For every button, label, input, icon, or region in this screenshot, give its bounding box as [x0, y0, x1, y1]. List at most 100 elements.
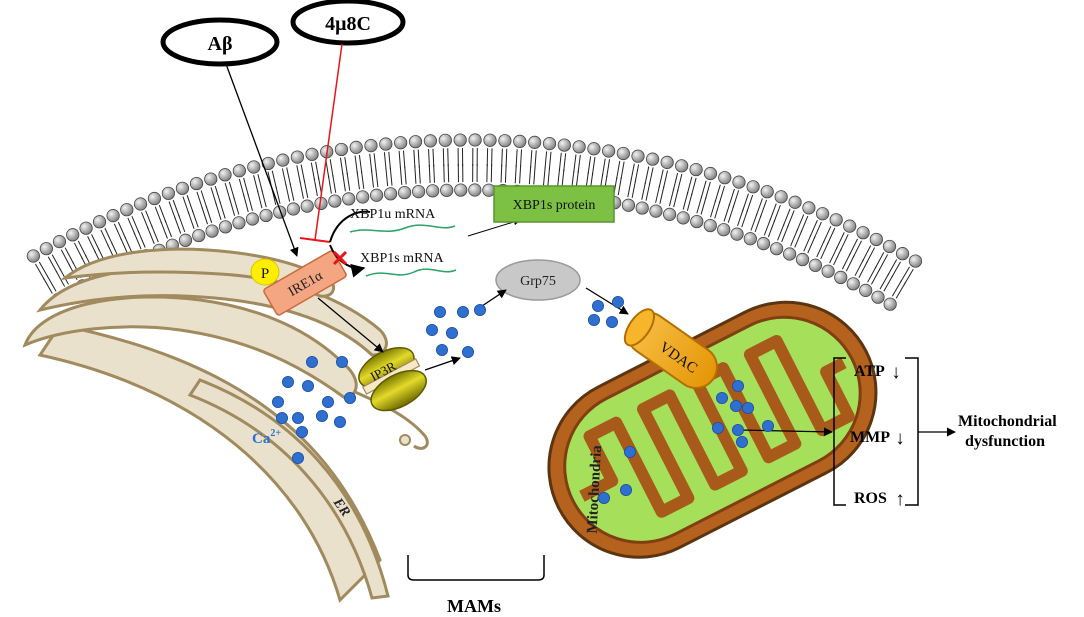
- lipid-head: [869, 232, 883, 247]
- lipid-head: [834, 270, 848, 285]
- lipid-tail: [887, 259, 898, 276]
- calcium-ion: [435, 343, 448, 356]
- lipid-tail: [741, 210, 748, 228]
- lipid-head: [646, 152, 660, 166]
- lipid-head: [675, 159, 689, 173]
- lipid-tail: [809, 219, 818, 237]
- splice-block-cross: [332, 250, 348, 266]
- lipid-tail: [200, 190, 208, 208]
- lipid-tail: [356, 171, 360, 190]
- lipid-tail: [865, 247, 876, 264]
- grp75-label: Grp75: [520, 274, 556, 289]
- lipid-head: [829, 213, 843, 227]
- lipid-tail: [147, 226, 155, 244]
- lipid-head: [438, 133, 452, 147]
- calcium-ion: [742, 401, 755, 414]
- calcium-ion: [588, 313, 601, 326]
- lipid-head: [342, 192, 356, 206]
- lipid-tail: [796, 214, 805, 232]
- lipid-tail: [822, 225, 832, 243]
- lipid-tail: [369, 153, 373, 172]
- xbp1s-protein-box: XBP1s protein: [493, 185, 615, 223]
- lipid-tail: [178, 214, 186, 233]
- lipid-head: [133, 197, 148, 211]
- lipid-tail: [332, 174, 337, 193]
- lipid-head: [882, 239, 897, 254]
- lipid-head: [856, 226, 870, 240]
- er-vesicle: [399, 434, 411, 446]
- lipid-tail: [673, 189, 679, 208]
- lipid-head: [621, 198, 636, 212]
- lipid-head: [631, 149, 645, 163]
- lipid-tail: [790, 228, 799, 246]
- lipid-tail: [750, 213, 758, 231]
- lipid-head: [660, 155, 674, 169]
- calcium-ion: [712, 421, 725, 434]
- lipid-head: [703, 166, 718, 181]
- lipid-bilayer: [26, 133, 923, 311]
- lipid-tail: [383, 152, 387, 171]
- lipid-tail: [644, 166, 650, 185]
- lipid-tail: [385, 168, 389, 187]
- mams-label: MAMs: [447, 596, 501, 616]
- lipid-head: [774, 190, 788, 204]
- lipid-tail: [515, 149, 518, 168]
- xbp1-splice-arc-bottom: [329, 244, 366, 278]
- lipid-tail: [113, 223, 123, 241]
- lipid-tail: [59, 268, 69, 285]
- lipid-tail: [296, 165, 301, 184]
- grp75-to-vdac-arrow: [585, 287, 629, 315]
- abeta-input: Aβ: [160, 17, 280, 67]
- lipid-tail: [557, 168, 561, 187]
- inhibitor-input: 4μ8C: [290, 0, 406, 46]
- lipid-tail: [196, 191, 204, 210]
- calcium-ion: [762, 419, 775, 432]
- lipid-tail: [879, 273, 890, 290]
- mmp-down-icon: ↓: [895, 428, 905, 449]
- lipid-head: [52, 235, 67, 249]
- lipid-tail: [820, 242, 829, 260]
- lipid-tail: [168, 201, 176, 219]
- lipid-head: [513, 134, 527, 149]
- ros-up-icon: ↑: [895, 489, 905, 510]
- lipid-tail: [737, 208, 744, 227]
- lipid-head: [542, 136, 557, 151]
- lipid-tail: [187, 211, 195, 229]
- lipid-head: [783, 247, 797, 261]
- lipid-head: [383, 187, 398, 201]
- lipid-head: [161, 186, 175, 200]
- lipid-head: [454, 183, 468, 197]
- calcium-ion: [321, 395, 334, 408]
- lipid-tail: [151, 225, 159, 243]
- lipid-tail: [354, 155, 358, 174]
- lipid-tail: [60, 249, 71, 266]
- lipid-tail: [728, 188, 735, 207]
- xbp1u-mrna-strand: [349, 224, 456, 233]
- lipid-head: [718, 171, 732, 185]
- lipid-tail: [201, 206, 208, 225]
- lipid-tail: [620, 161, 625, 180]
- lipid-tail: [389, 167, 393, 186]
- lipid-tail: [229, 198, 236, 216]
- lipid-tail: [836, 232, 845, 249]
- lipid-head: [259, 208, 273, 223]
- lipid-tail: [228, 181, 235, 200]
- lipid-head: [204, 172, 218, 186]
- lipid-head: [498, 134, 512, 148]
- lipid-tail: [286, 167, 291, 186]
- lipid-tail: [763, 218, 772, 236]
- lipid-tail: [769, 203, 777, 221]
- lipid-tail: [38, 261, 49, 278]
- lipid-tail: [519, 165, 522, 184]
- inhibitor-oval: [290, 0, 406, 46]
- lipid-tail: [104, 227, 113, 245]
- lipid-head: [616, 146, 630, 161]
- lipid-tail: [606, 159, 611, 178]
- lipid-tail: [723, 204, 731, 222]
- lipid-tail: [404, 166, 407, 185]
- lipid-tail: [686, 193, 693, 211]
- lipid-head: [703, 218, 717, 233]
- lipid-tail: [803, 234, 812, 252]
- lipid-tail: [47, 256, 58, 273]
- lipid-tail: [794, 230, 803, 248]
